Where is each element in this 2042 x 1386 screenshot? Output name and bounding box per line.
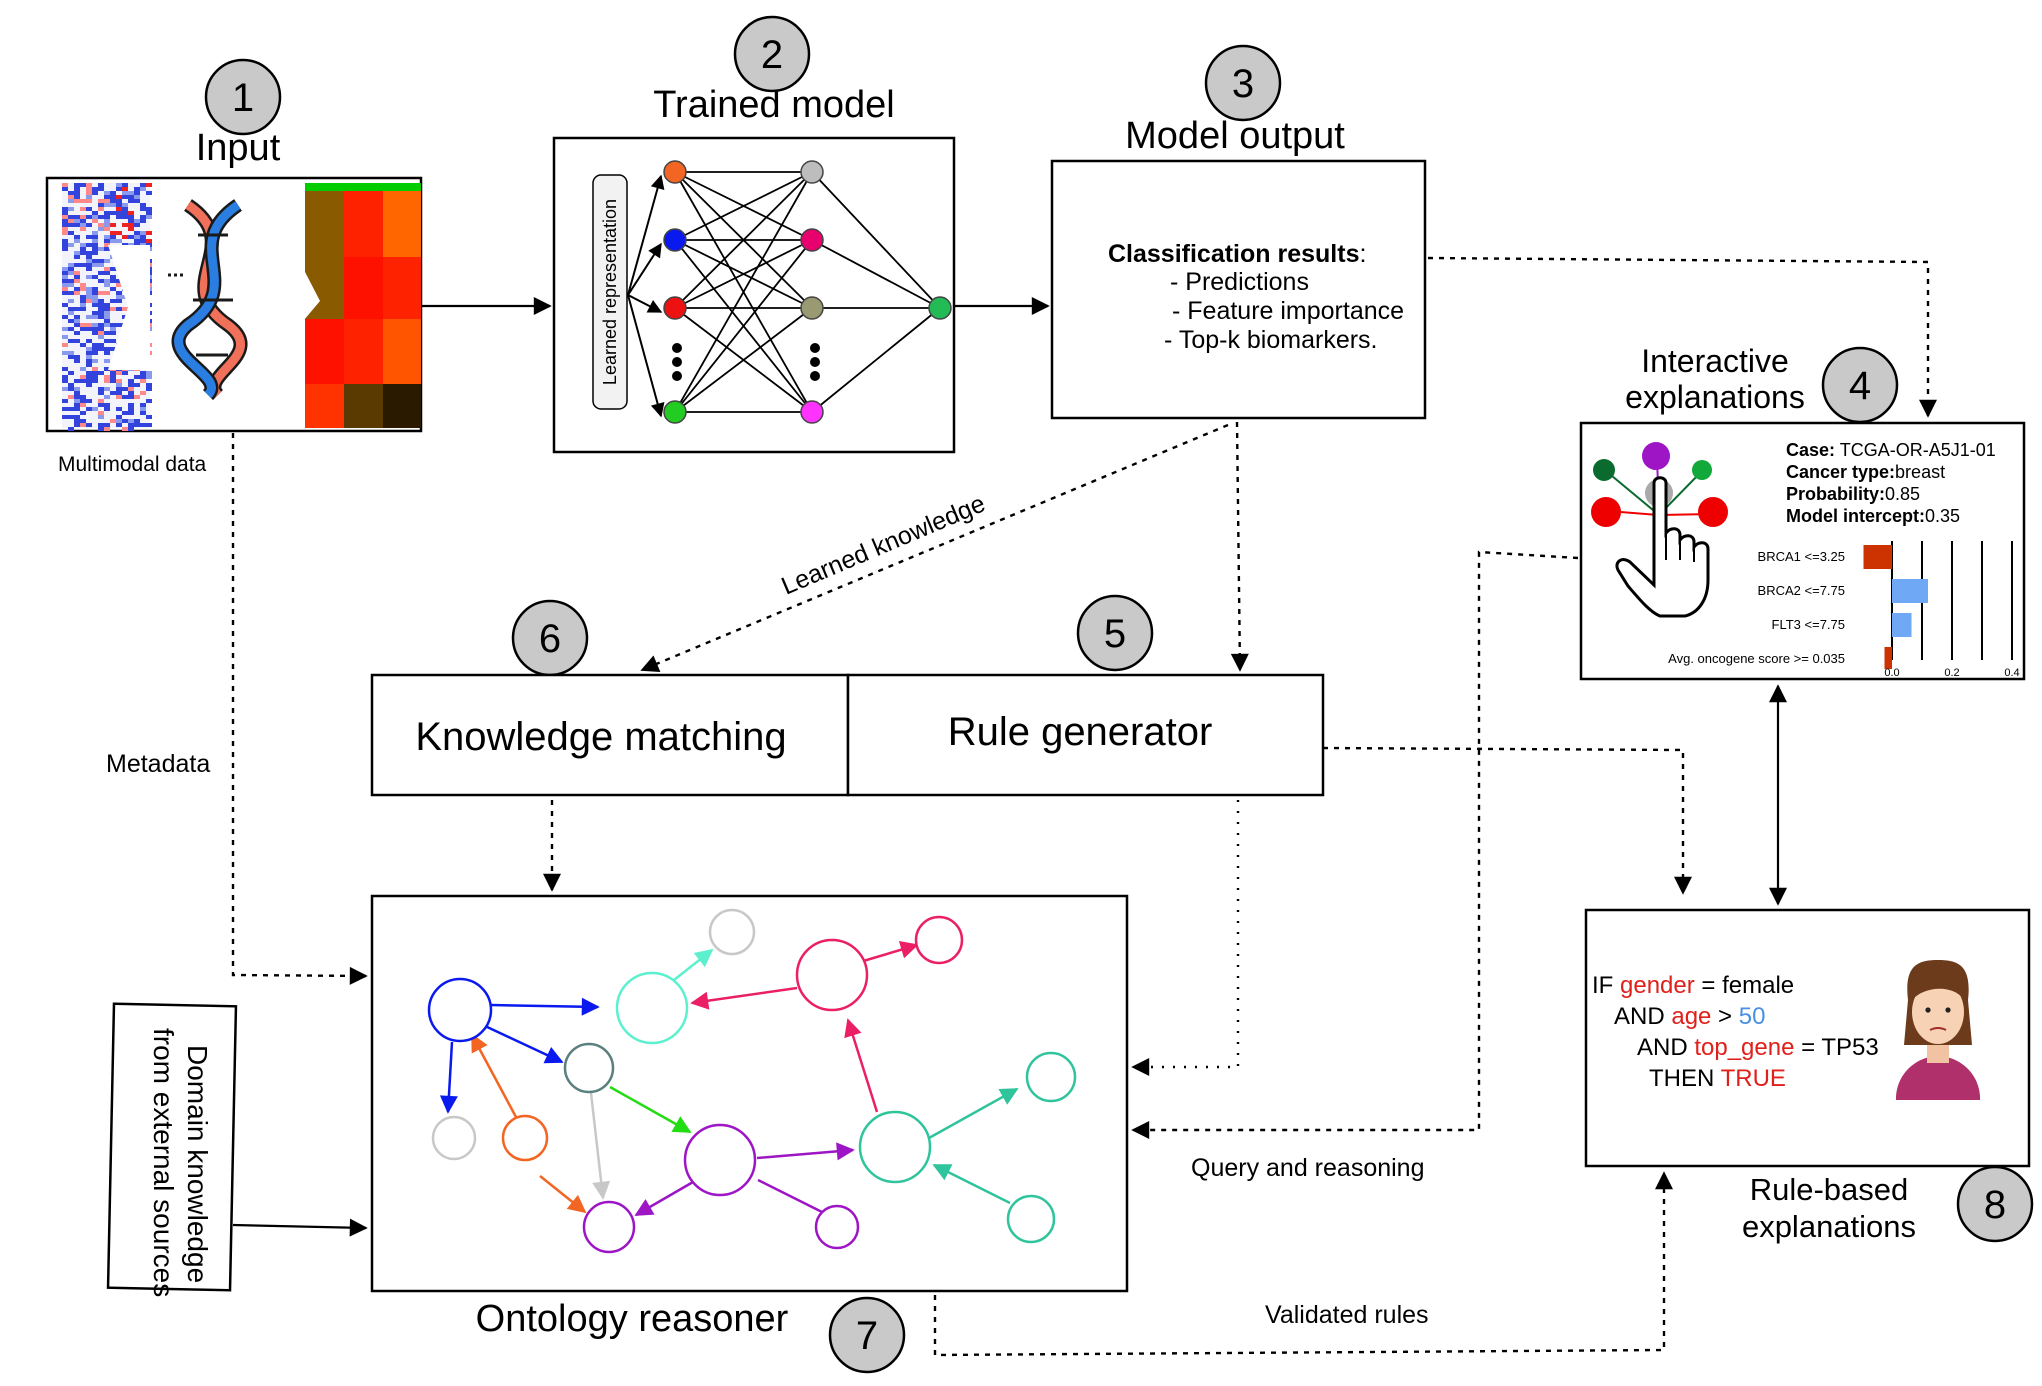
domain-knowledge-box bbox=[106, 1002, 238, 1292]
intercept-line: Model intercept:0.35 bbox=[1786, 506, 1960, 526]
step-1-number: 1 bbox=[232, 76, 254, 120]
step-7-ontology-reasoner: Ontology reasoner 7 bbox=[370, 894, 1129, 1374]
neural-network-icon bbox=[627, 160, 952, 424]
chart-tick-label: 0.2 bbox=[1944, 667, 1959, 679]
step-8-rule-based-explanations: IF gender = female AND age > 50 AND top_… bbox=[1584, 908, 2034, 1244]
learned-knowledge-label: Learned knowledge bbox=[777, 489, 989, 600]
step-2-number: 2 bbox=[761, 33, 783, 77]
user-avatar bbox=[1896, 960, 1980, 1100]
arrow-query-reasoning bbox=[1131, 550, 1579, 1139]
step-5-rule-generator: 5 Rule generator bbox=[846, 594, 1325, 797]
step-6-knowledge-matching: 6 Knowledge matching bbox=[370, 599, 850, 797]
step-5-number: 5 bbox=[1104, 612, 1126, 656]
step-4-interactive-explanations: Interactive explanations 4 Case: TCGA-OR… bbox=[1579, 343, 2026, 681]
step-5-badge bbox=[1076, 594, 1154, 672]
step-3-number: 3 bbox=[1232, 62, 1254, 106]
validated-rules-label: Validated rules bbox=[1265, 1301, 1429, 1329]
query-reasoning-label: Query and reasoning bbox=[1191, 1154, 1424, 1182]
chart-bar bbox=[1892, 579, 1928, 603]
step-1-input: 1 Input bbox=[45, 58, 423, 476]
step-8-title-line1: Rule-based bbox=[1750, 1172, 1909, 1207]
step-2-title: Trained model bbox=[653, 84, 895, 126]
arrow-output-to-rule-generator bbox=[1230, 421, 1249, 672]
step-7-number: 7 bbox=[856, 1314, 878, 1358]
step-7-badge bbox=[828, 1296, 906, 1374]
rule-generator-title: Rule generator bbox=[948, 710, 1213, 754]
step-8-title-line2: explanations bbox=[1742, 1209, 1916, 1244]
step-3-title: Model output bbox=[1125, 115, 1345, 157]
chart-tick-label: 0.0 bbox=[1884, 667, 1899, 679]
arrow-learned-knowledge bbox=[640, 423, 1229, 673]
step-4-title-line2: explanations bbox=[1625, 379, 1805, 415]
step-4-number: 4 bbox=[1849, 364, 1871, 408]
ontology-graph bbox=[427, 908, 1077, 1254]
classification-heading: Classification results: bbox=[1108, 240, 1366, 268]
output-item-feature-importance: - Feature importance bbox=[1172, 297, 1404, 325]
input-caption: Multimodal data bbox=[58, 453, 207, 476]
rule-generator-box bbox=[846, 673, 1325, 797]
domain-knowledge-source: Domain knowledge from external sources bbox=[106, 1002, 238, 1297]
chart-tick-label: 0.4 bbox=[2004, 667, 2019, 679]
chart-bar-label: BRCA1 <=3.25 bbox=[1758, 549, 1845, 564]
step-2-trained-model: 2 Trained model Learned representation bbox=[552, 15, 956, 454]
clinical-heatmap bbox=[304, 183, 421, 428]
dna-icon bbox=[168, 199, 248, 400]
step-7-title: Ontology reasoner bbox=[476, 1298, 789, 1340]
probability-line: Probability:0.85 bbox=[1786, 484, 1920, 504]
cancer-type-line: Cancer type:breast bbox=[1786, 462, 1945, 482]
knowledge-matching-box bbox=[370, 673, 850, 797]
step-4-title-line1: Interactive bbox=[1641, 343, 1789, 379]
domain-knowledge-line2: from external sources bbox=[148, 1028, 179, 1297]
rule-line-4: THEN TRUE bbox=[1649, 1065, 1786, 1092]
arrow-rule-generator-to-ontology bbox=[1131, 800, 1240, 1076]
omics-heatmap bbox=[62, 183, 152, 431]
case-line: Case: TCGA-OR-A5J1-01 bbox=[1786, 440, 1996, 460]
step-8-badge bbox=[1956, 1165, 2034, 1243]
arrow-domain-knowledge bbox=[232, 1218, 368, 1237]
knowledge-matching-title: Knowledge matching bbox=[415, 715, 786, 759]
chart-bar bbox=[1884, 647, 1892, 669]
rule-line-1: IF gender = female bbox=[1592, 972, 1794, 999]
arrow-output-to-interactive bbox=[1427, 256, 1937, 418]
chart-bar-label: FLT3 <=7.75 bbox=[1772, 617, 1845, 632]
step-3-model-output: 3 Model output Classification results: -… bbox=[1050, 44, 1427, 420]
output-item-predictions: - Predictions bbox=[1170, 268, 1309, 296]
chart-bar-label: BRCA2 <=7.75 bbox=[1758, 583, 1845, 598]
learned-representation-label: Learned representation bbox=[600, 199, 620, 385]
step-3-badge bbox=[1204, 44, 1282, 122]
learned-representation-bar bbox=[592, 174, 628, 410]
step-6-number: 6 bbox=[539, 617, 561, 661]
connectors bbox=[231, 256, 1937, 1357]
step-8-number: 8 bbox=[1984, 1183, 2006, 1227]
rule-line-3: AND top_gene = TP53 bbox=[1637, 1034, 1879, 1061]
chart-bar bbox=[1892, 613, 1912, 637]
metadata-label: Metadata bbox=[106, 750, 210, 778]
step-2-badge bbox=[733, 15, 811, 93]
step-1-badge bbox=[204, 58, 282, 136]
chart-bar-label: Avg. oncogene score >= 0.035 bbox=[1668, 651, 1845, 666]
arrow-metadata bbox=[231, 433, 368, 985]
output-box bbox=[1050, 159, 1427, 420]
step-1-title: Input bbox=[196, 127, 281, 169]
arrow-rules-to-explanations bbox=[1322, 746, 1692, 895]
rule-line-2: AND age > 50 bbox=[1614, 1003, 1765, 1030]
domain-knowledge-line1: Domain knowledge bbox=[182, 1045, 213, 1283]
chart-bar bbox=[1863, 545, 1892, 569]
pointing-hand-icon bbox=[1615, 476, 1710, 618]
output-item-topk: - Top-k biomarkers. bbox=[1164, 326, 1378, 354]
